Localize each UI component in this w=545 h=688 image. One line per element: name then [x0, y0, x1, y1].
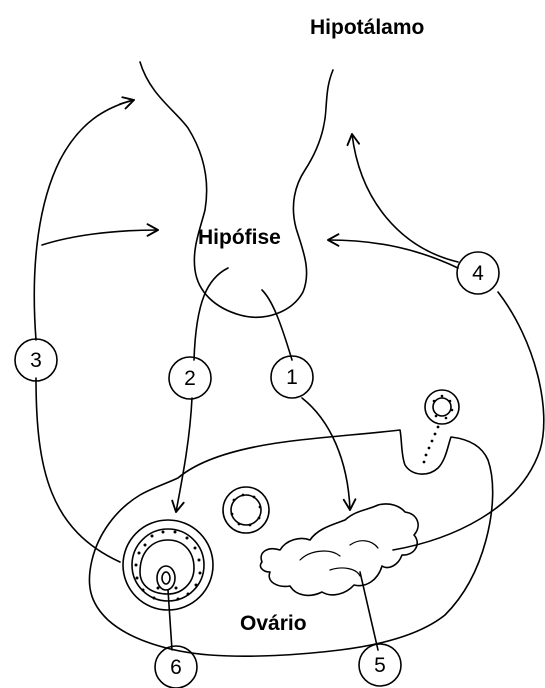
corpus-luteum-inner: [300, 541, 378, 576]
svg-text:5: 5: [374, 654, 386, 677]
arrow-3-branch: [42, 230, 158, 245]
arrow-1: [262, 290, 350, 510]
svg-text:4: 4: [472, 262, 484, 285]
marker-1: 1: [271, 356, 313, 398]
arrow-3-upper: [34, 100, 133, 340]
svg-text:2: 2: [184, 367, 196, 390]
arrow-3-lower: [36, 378, 120, 562]
arrow-2-lower: [176, 398, 192, 512]
oocyte-nucleus: [162, 572, 170, 584]
svg-text:6: 6: [170, 656, 182, 679]
ovary-label: Ovário: [240, 612, 307, 635]
arrow-2: [194, 268, 228, 360]
marker-3: 3: [15, 339, 57, 381]
follicle-antrum: [140, 540, 194, 594]
hypothalamus-label: Hipotálamo: [310, 16, 424, 39]
pituitary-label: Hipófise: [198, 226, 281, 249]
marker-2: 2: [169, 357, 211, 399]
ovulation-dotted-trail: [423, 426, 440, 464]
marker-4: 4: [457, 252, 499, 294]
released-oocyte-inner: [433, 398, 451, 416]
svg-text:1: 1: [286, 366, 298, 389]
marker-5: 5: [359, 644, 401, 686]
hypothalamus-pituitary-outline: [140, 62, 333, 317]
follicle-small-inner: [231, 495, 261, 525]
svg-text:3: 3: [30, 349, 42, 372]
arrow-4-lower: [393, 292, 544, 550]
marker-6: 6: [155, 646, 197, 688]
arrow-3-head-top: [120, 100, 134, 104]
follicle-small-outer: [223, 487, 269, 533]
oocyte: [157, 566, 175, 590]
arrow-6-pointer: [168, 590, 172, 650]
arrow-4-to-pituitary: [328, 240, 458, 268]
